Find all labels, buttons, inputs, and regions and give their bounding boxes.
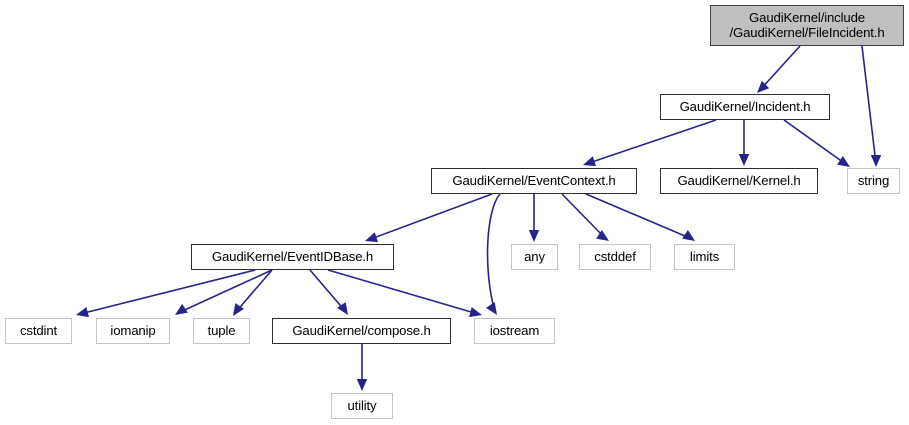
graph-node-label-event_id_base: GaudiKernel/EventIDBase.h <box>211 248 374 264</box>
graph-node-limits[interactable]: limits <box>674 244 735 270</box>
graph-edge-event_id_base-to-cstdint <box>79 269 256 315</box>
graph-edge-event_id_base-to-compose <box>309 269 347 313</box>
graph-arrowhead-event_context-to-any <box>528 230 540 242</box>
graph-arrowhead-event_context-to-event_id_base <box>365 232 379 243</box>
graph-node-label-string: string <box>857 172 890 188</box>
graph-node-label-any: any <box>524 248 545 264</box>
graph-arrowhead-event_id_base-to-iomanip <box>175 304 188 315</box>
graph-arrowhead-event_id_base-to-tuple <box>233 303 244 316</box>
graph-arrowhead-file_incident-to-incident <box>757 80 770 93</box>
graph-node-incident[interactable]: GaudiKernel/Incident.h <box>660 94 830 120</box>
graph-node-event_context[interactable]: GaudiKernel/EventContext.h <box>431 168 637 194</box>
graph-node-label-limits: limits <box>689 248 720 264</box>
graph-edge-event_context-to-cstddef <box>561 193 607 240</box>
graph-node-label-file_incident: GaudiKernel/include /GaudiKernel/FileInc… <box>729 10 885 40</box>
graph-edge-event_id_base-to-iostream <box>327 269 479 315</box>
graph-node-label-iomanip: iomanip <box>110 322 156 338</box>
graph-node-iomanip[interactable]: iomanip <box>96 318 170 344</box>
graph-arrowhead-event_id_base-to-cstdint <box>76 307 89 318</box>
graph-node-tuple[interactable]: tuple <box>193 318 250 344</box>
graph-node-label-event_context: GaudiKernel/EventContext.h <box>452 172 616 188</box>
graph-node-label-iostream: iostream <box>489 322 540 338</box>
graph-edge-event_id_base-to-tuple <box>234 269 273 314</box>
graph-arrowhead-event_context-to-cstddef <box>596 230 609 241</box>
graph-edge-event_id_base-to-iomanip <box>177 269 273 314</box>
graph-node-cstddef[interactable]: cstddef <box>579 244 651 270</box>
graph-node-label-cstddef: cstddef <box>594 248 636 264</box>
graph-node-label-incident: GaudiKernel/Incident.h <box>679 98 811 114</box>
graph-node-kernel[interactable]: GaudiKernel/Kernel.h <box>660 168 818 194</box>
graph-node-label-compose: GaudiKernel/compose.h <box>292 322 431 338</box>
graph-arrowhead-incident-to-event_context <box>583 156 597 167</box>
graph-arrowhead-file_incident-to-string <box>870 155 882 167</box>
graph-edge-event_context-to-iostream <box>486 193 501 313</box>
graph-node-file_incident[interactable]: GaudiKernel/include /GaudiKernel/FileInc… <box>710 5 904 46</box>
graph-node-string[interactable]: string <box>847 168 900 194</box>
graph-arrowhead-event_context-to-iostream <box>486 302 497 315</box>
graph-arrowhead-incident-to-kernel <box>738 154 750 166</box>
graph-node-label-utility: utility <box>347 397 377 413</box>
graph-node-any[interactable]: any <box>511 244 558 270</box>
graph-edge-file_incident-to-incident <box>759 45 801 91</box>
graph-edge-file_incident-to-string <box>861 45 877 165</box>
graph-edge-incident-to-event_context <box>585 119 717 165</box>
graph-edge-event_context-to-event_id_base <box>367 193 493 241</box>
graph-node-utility[interactable]: utility <box>331 393 393 419</box>
graph-arrowhead-event_id_base-to-compose <box>337 302 348 315</box>
graph-node-iostream[interactable]: iostream <box>474 318 555 344</box>
graph-arrowhead-event_id_base-to-iostream <box>469 307 482 318</box>
graph-node-label-cstdint: cstdint <box>19 322 58 338</box>
graph-edge-incident-to-string <box>783 119 848 166</box>
graph-node-label-tuple: tuple <box>207 322 236 338</box>
graph-node-label-kernel: GaudiKernel/Kernel.h <box>677 172 801 188</box>
graph-node-cstdint[interactable]: cstdint <box>5 318 72 344</box>
graph-arrowhead-compose-to-utility <box>356 379 368 391</box>
graph-node-compose[interactable]: GaudiKernel/compose.h <box>272 318 451 344</box>
graph-arrowhead-incident-to-string <box>837 156 850 167</box>
graph-arrowhead-event_context-to-limits <box>682 230 695 241</box>
graph-node-event_id_base[interactable]: GaudiKernel/EventIDBase.h <box>191 244 394 270</box>
graph-edge-event_context-to-limits <box>585 193 693 240</box>
